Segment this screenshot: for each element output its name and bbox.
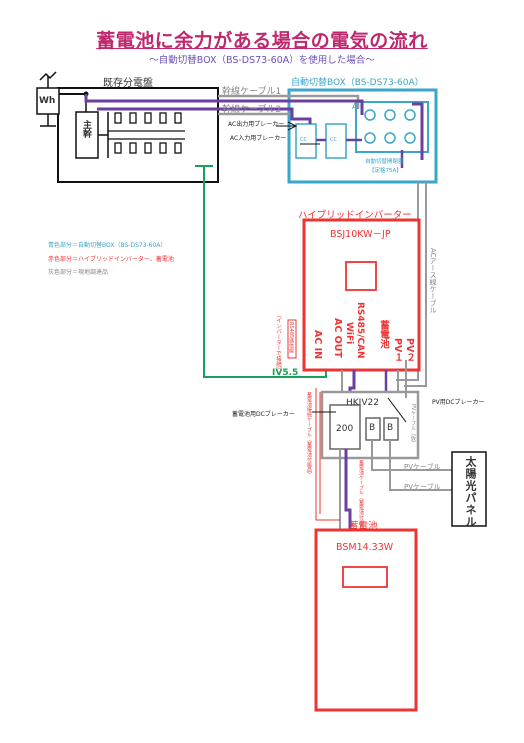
pv-cable-1-label: PVケーブル	[404, 463, 441, 471]
port-rs485-can: RS485/CAN	[355, 302, 365, 359]
page-title: 蓄電池に余力がある場合の電気の流れ	[96, 30, 428, 52]
legend-red: 赤色部分＝ハイブリッドインバーター、蓄電池	[48, 256, 174, 263]
branch-breakers	[114, 112, 182, 154]
battery-model: BSM14.33W	[336, 542, 394, 553]
pv-dc-breaker-label: PV用DCブレーカー	[432, 399, 485, 406]
pv-cable-temp-label: PVケーブル（仮）	[410, 404, 416, 446]
port-battery: 蓄電池	[378, 320, 389, 349]
auto-switch-breaker-2-text: CC	[330, 137, 337, 143]
battery-label: 蓄電池	[349, 521, 378, 532]
ac-earth-cable-label: ACアース線ケーブル	[429, 248, 437, 314]
trunk-cable-2-label: 幹線ケーブル2	[222, 105, 282, 115]
auto-switch-box-label: 自動切替BOX（BS-DS73-60A）	[291, 78, 424, 88]
ac-in-breaker-label: AC入力用ブレーカー	[230, 135, 287, 142]
port-pv1: PV１	[392, 338, 403, 362]
port-wifi: WiFi	[344, 322, 354, 345]
trunk-cable-1-label: 幹線ケーブル1	[222, 87, 282, 97]
inverter-inner-cable-label: （インバーターで接続）	[275, 312, 281, 373]
pv-cable-2-label: PVケーブル	[404, 483, 441, 491]
auto-switch-breaker-1-text: CC	[300, 137, 307, 143]
ground-wire-label: IV5.5	[272, 368, 299, 378]
meter-label: Wh	[39, 96, 56, 106]
inverter-inner-box-label: RS485通信線	[288, 322, 294, 354]
inverter-label: ハイブリッドインバーター	[298, 210, 412, 221]
auto-switch-mark-a: A	[352, 102, 358, 111]
auto-switch-unit-label: 自動切替開閉器	[365, 159, 404, 165]
main-breaker-label: 主幹	[81, 120, 91, 138]
port-ac-in: AC IN	[312, 330, 323, 360]
junction-breaker-value: 200	[336, 424, 354, 434]
battery-dc-breaker-label: 蓄電池用DCブレーカー	[232, 411, 295, 418]
pv-breaker-mark-1: B	[369, 423, 376, 433]
inverter-box	[302, 218, 421, 372]
auto-switch-rating: 【定格75A】	[369, 168, 402, 174]
distribution-panel-label: 既存分電盤	[103, 78, 153, 89]
inverter-model: BSJ10KW－JP	[330, 229, 391, 240]
legend-grey: 灰色部分＝現地調達品	[48, 269, 109, 276]
battery-box	[314, 528, 418, 712]
solar-panel-label: 太陽光パネル	[464, 456, 477, 528]
pv-breaker-mark-2: B	[387, 423, 394, 433]
legend-blue: 青色部分＝自動切替BOX（BS-DS73-60A）	[48, 242, 167, 249]
battery-cable-label: 蓄電池ケーブル（蓄電池付属品）	[358, 460, 364, 535]
ac-out-breaker-label: AC出力用ブレーカー	[228, 121, 285, 128]
battery-connect-cable-label: 蓄電池接続ケーブル（蓄電池付属品）	[306, 392, 312, 477]
port-pv2: PV２	[404, 338, 415, 362]
port-ac-out: AC OUT	[332, 318, 343, 358]
auto-switch-unit	[355, 101, 429, 153]
solar-panel-box	[451, 451, 487, 527]
page-subtitle: ～自動切替BOX（BS-DS73-60A）を使用した場合～	[149, 55, 375, 66]
junction-box-label: HKIV22	[346, 398, 379, 408]
